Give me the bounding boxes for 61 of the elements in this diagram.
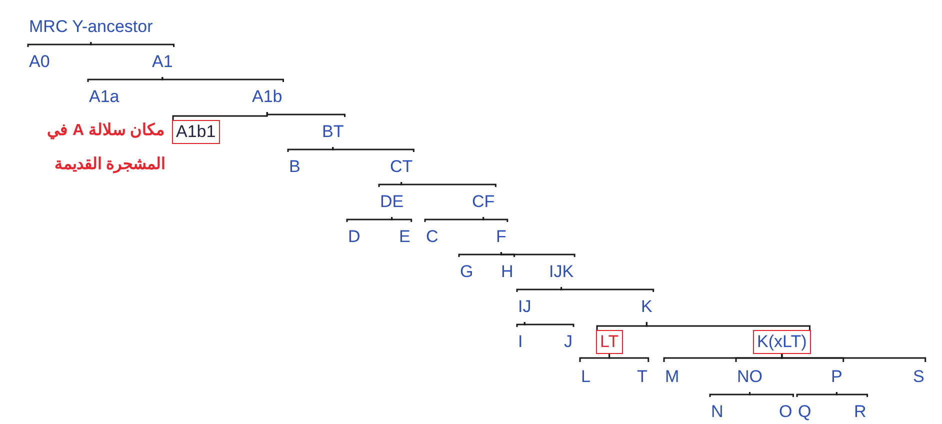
tree-branch-line: [560, 287, 654, 292]
haplogroup-label: R: [852, 397, 868, 424]
haplogroup-label: G: [458, 257, 476, 287]
highlighted-haplogroup-box: A1b1: [172, 120, 220, 144]
tree-branch-line: [87, 77, 164, 82]
haplogroup-label: IJ: [516, 292, 534, 322]
tree-branch-line: [378, 182, 402, 187]
tree-branch-line: [781, 354, 926, 362]
tree-branch-line: [346, 217, 393, 222]
haplogroup-label: P: [829, 362, 844, 392]
haplogroup-label: A1a: [87, 82, 122, 112]
haplogroup-label: S: [911, 362, 926, 392]
tree-branch-line: [287, 147, 334, 152]
haplogroup-label: CT: [388, 152, 415, 182]
haplogroup-label: A1: [150, 47, 175, 77]
haplogroup-label: E: [397, 222, 412, 252]
haplogroup-label: A0: [27, 47, 52, 77]
haplogroup-label: B: [287, 152, 302, 182]
haplogroup-label: T: [635, 362, 650, 392]
haplogroup-label: C: [424, 222, 440, 252]
haplogroup-label: J: [562, 327, 574, 357]
haplogroup-label: D: [346, 222, 362, 252]
tree-branch-line: [836, 392, 868, 397]
haplogroup-label: NO: [735, 362, 764, 392]
haplogroup-label: M: [663, 362, 682, 392]
tree-branch-line: [391, 217, 412, 222]
haplogroup-label: DE: [378, 187, 406, 217]
tree-branch-line: [709, 392, 750, 397]
tree-branch-line: [266, 112, 346, 117]
tree-branch-line: [516, 287, 562, 292]
highlighted-haplogroup-box: K(xLT): [753, 330, 811, 354]
tree-branch-line: [749, 392, 794, 397]
note-text: مكان سلالة A في المشجرة القديمة: [46, 121, 165, 176]
haplogroup-label: N: [709, 397, 726, 424]
haplogroup-label: L: [579, 362, 592, 392]
tree-branch-line: [524, 322, 574, 327]
haplogroup-label: K: [639, 292, 654, 322]
haplogroup-label: A1b: [250, 82, 284, 112]
haplogroup-label: MRC Y-ancestor: [27, 12, 155, 42]
haplogroup-label: IJK: [547, 257, 576, 287]
tree-branch-line: [400, 182, 496, 187]
tree-branch-line: [500, 252, 576, 257]
tree-branch-line: [27, 42, 92, 47]
haplogroup-label: Q: [796, 397, 814, 424]
tree-branch-line: [796, 392, 838, 397]
tree-branch-line: [332, 147, 414, 152]
tree-branch-line: [482, 217, 508, 222]
tree-branch-line: [424, 217, 484, 222]
tree-branch-line: [516, 322, 526, 327]
haplogroup-label: F: [494, 222, 508, 252]
tree-branch-line: [646, 322, 810, 330]
tree-branch-line: [458, 252, 502, 257]
highlighted-haplogroup-box: LT: [596, 330, 623, 354]
tree-branch-line: [608, 354, 650, 362]
tree-branch-line: [90, 42, 175, 47]
tree-branch-line: [162, 77, 284, 82]
haplogroup-label: CF: [470, 187, 497, 217]
haplogroup-label: H: [499, 257, 516, 287]
haplogroup-label: I: [516, 327, 525, 357]
haplogroup-label: O: [777, 397, 794, 424]
haplogroup-label: BT: [320, 117, 346, 147]
